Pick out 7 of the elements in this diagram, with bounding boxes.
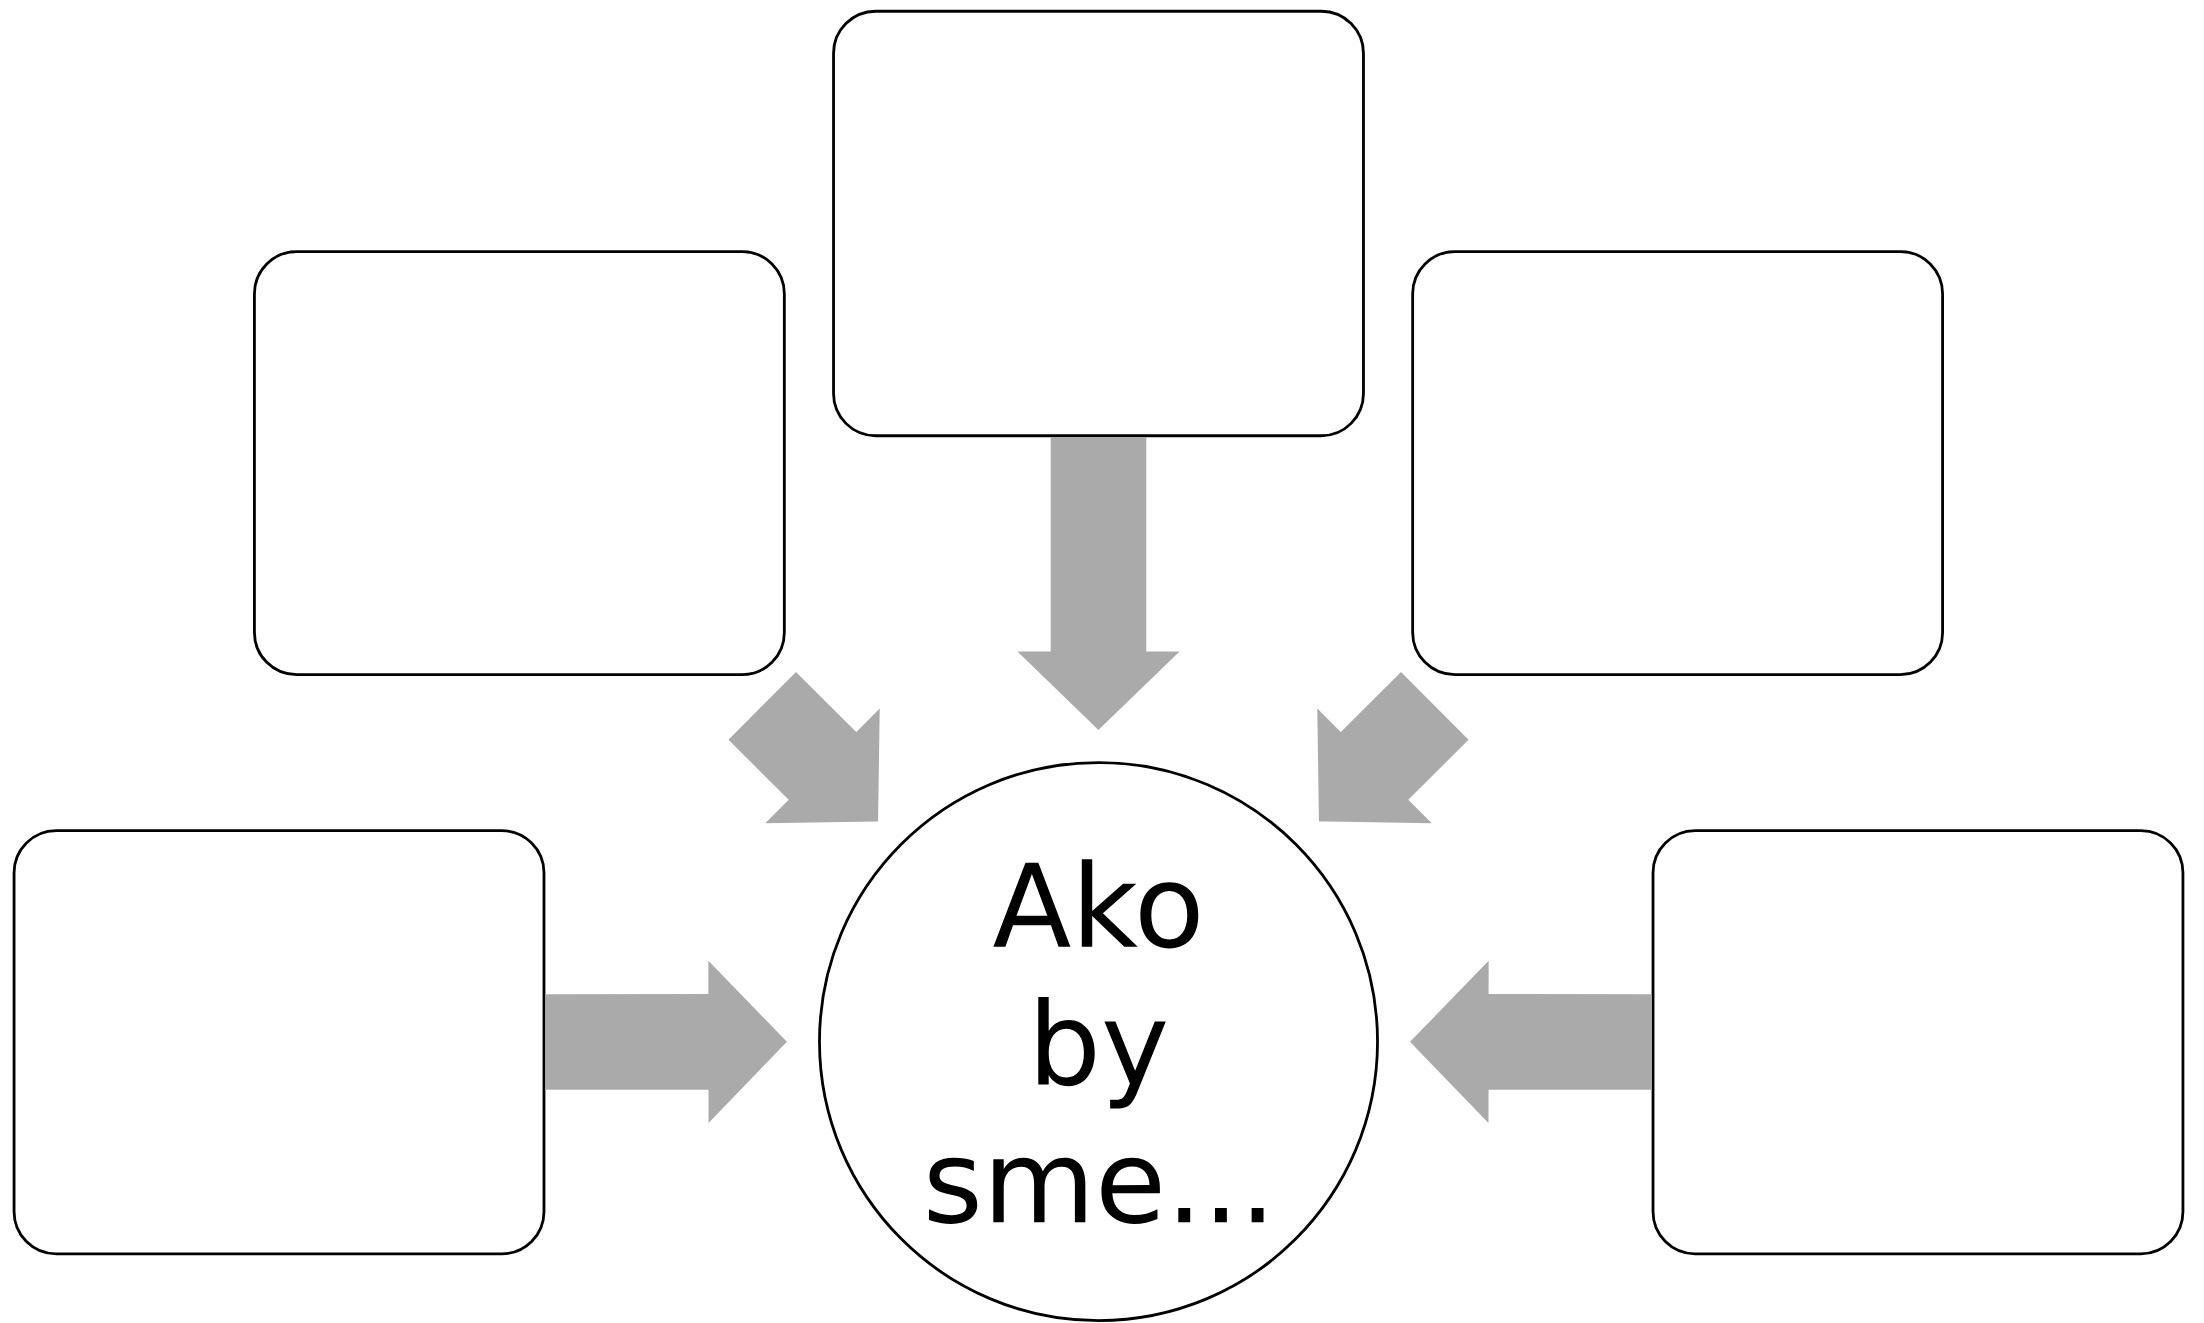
- empty-box: [12, 829, 546, 1256]
- empty-box: [1411, 250, 1944, 677]
- empty-box: [253, 250, 786, 677]
- block-arrow: [1317, 672, 1469, 824]
- empty-box: [832, 9, 1365, 438]
- block-arrow: [728, 672, 880, 824]
- empty-box: [1651, 829, 2185, 1256]
